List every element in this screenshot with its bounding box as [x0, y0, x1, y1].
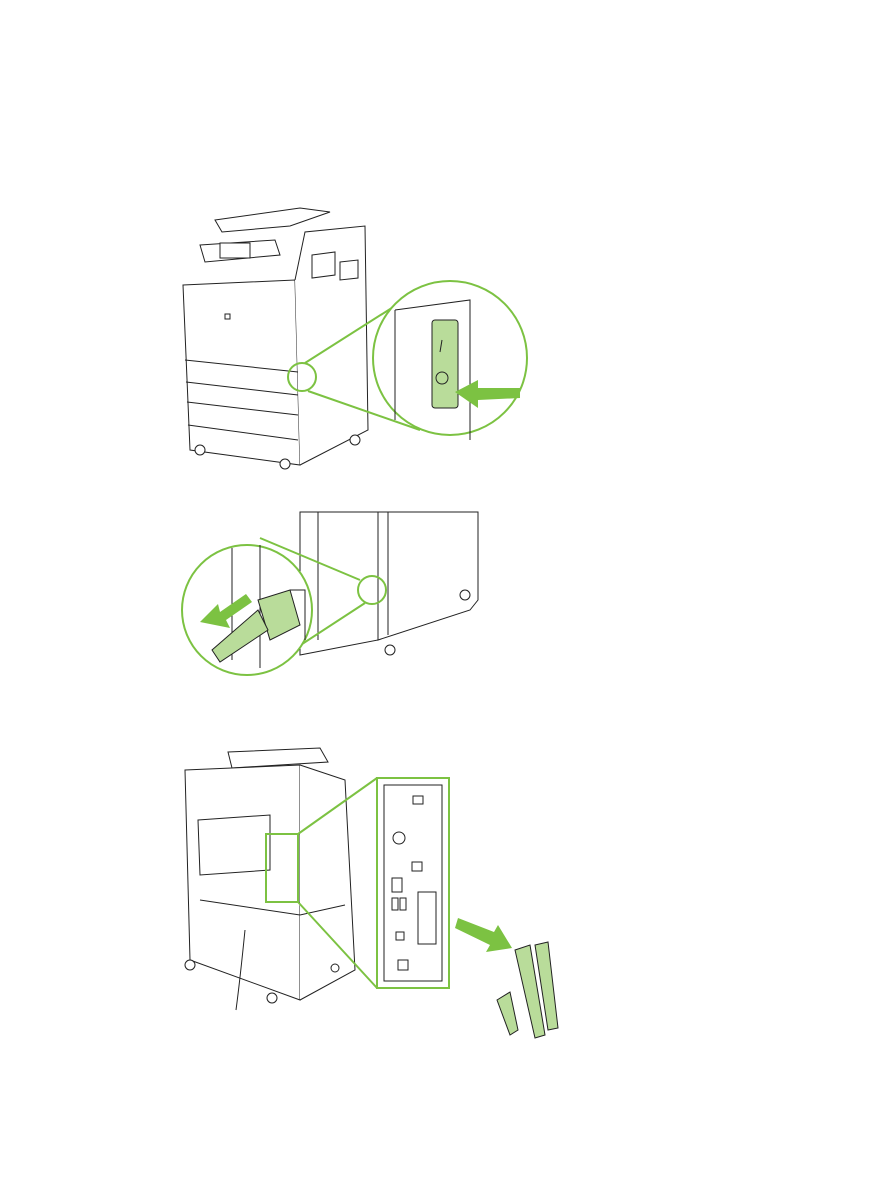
network-cable-icon	[496, 991, 519, 1036]
network-port-icon	[397, 959, 409, 971]
usb-cable-icon	[514, 944, 546, 1039]
port-panel-details	[383, 784, 443, 982]
power-symbol-icon	[435, 371, 449, 385]
usb-cable-icon-2	[534, 941, 559, 1031]
printer-front-illustration	[182, 207, 369, 470]
cord-highlight-circle	[357, 575, 387, 605]
printer-side-illustration	[299, 511, 479, 656]
switch-highlight-circle	[287, 362, 317, 392]
cables-illustration	[496, 941, 559, 1039]
printer-rear-illustration	[184, 747, 356, 1011]
push-arrow-icon	[455, 380, 520, 408]
figure-power-cord	[181, 511, 479, 676]
figure-power-switch	[182, 207, 528, 470]
figure-interface-cables	[184, 747, 559, 1039]
disconnect-arrow-icon	[455, 918, 512, 952]
port-highlight-box	[265, 833, 299, 903]
pull-arrow-icon	[200, 594, 252, 628]
parallel-port-icon	[417, 891, 437, 945]
power-switch-icon	[431, 319, 459, 409]
magnified-cord-circle	[181, 544, 313, 676]
